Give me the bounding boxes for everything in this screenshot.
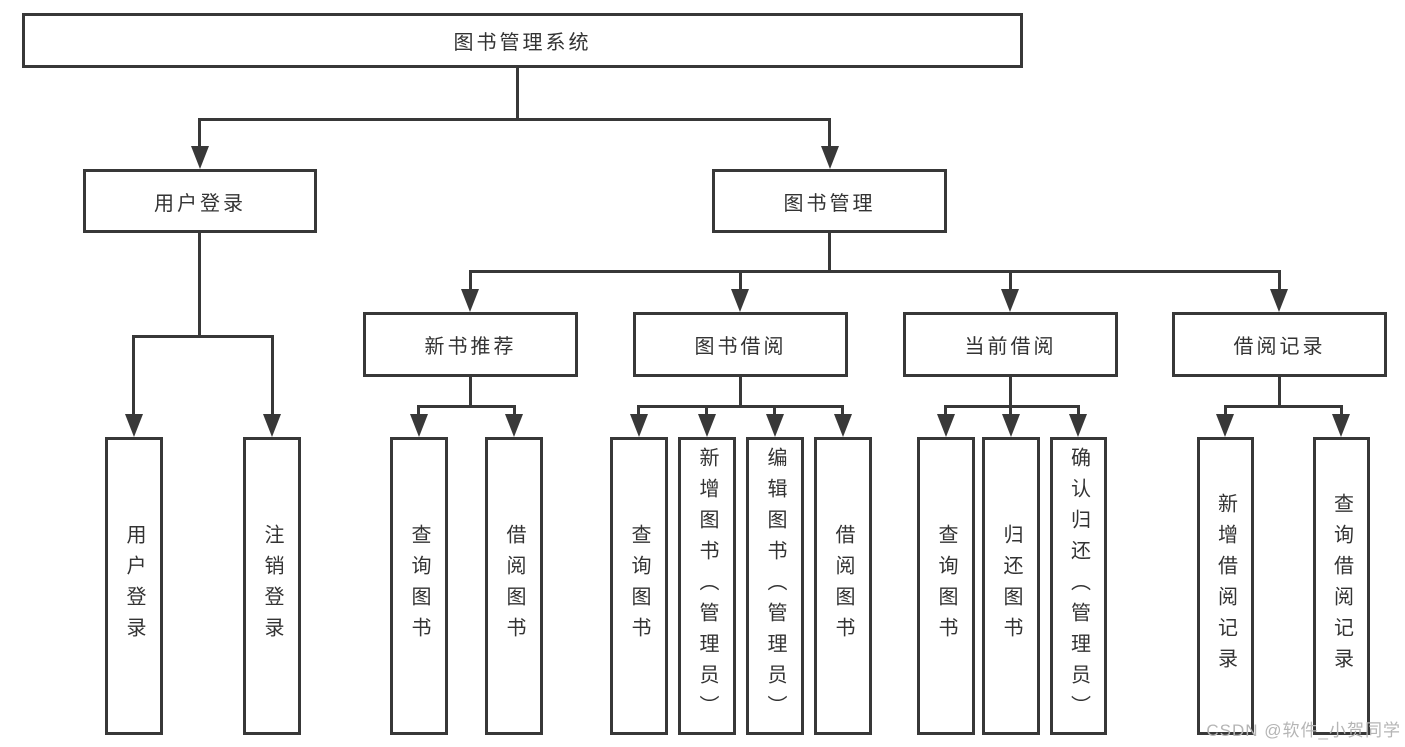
leaf-newbook-borrow-books: 借阅图书 (485, 437, 543, 735)
node-book-mgmt-label: 图书管理 (783, 192, 876, 215)
connector-borrow-records-down (1278, 377, 1281, 408)
arrowhead-icon (125, 414, 143, 437)
leaf-user-login: 用户登录 (105, 437, 163, 735)
arrowhead-icon (698, 414, 716, 437)
connector-current-borrow-stem (1009, 270, 1012, 292)
leaf-borrow-borrow-books: 借阅图书 (814, 437, 872, 735)
connector-book-borrow-rail (637, 405, 844, 408)
connector-stem (944, 405, 947, 418)
arrowhead-icon (731, 289, 749, 312)
arrowhead-icon (1216, 414, 1234, 437)
connector-borrow-records-stem (1278, 270, 1281, 292)
arrowhead-icon (630, 414, 648, 437)
leaf-current-query-books: 查询图书 (917, 437, 975, 735)
leaf-current-return-books: 归还图书 (982, 437, 1040, 735)
connector-logout-stem (271, 335, 274, 417)
arrowhead-icon (1001, 289, 1019, 312)
connector-stem (1077, 405, 1080, 418)
watermark: CSDN @软件_小贺同学 (1206, 721, 1401, 740)
arrowhead-icon (410, 414, 428, 437)
connector-user-login-stem (198, 118, 201, 148)
leaf-records-add-record-label: 新增借阅记录 (1214, 493, 1237, 679)
connector-stem (705, 405, 708, 418)
node-book-borrow-label: 图书借阅 (694, 336, 787, 358)
node-current-borrow-label: 当前借阅 (964, 336, 1057, 358)
connector-book-borrow-down (739, 377, 742, 408)
leaf-current-return-books-label: 归还图书 (1000, 524, 1022, 648)
node-user-login: 用户登录 (83, 169, 317, 233)
arrowhead-icon (766, 414, 784, 437)
node-borrow-records: 借阅记录 (1172, 312, 1387, 377)
arrowhead-icon (937, 414, 955, 437)
leaf-logout-login-label: 注销登录 (261, 524, 283, 648)
node-book-mgmt: 图书管理 (712, 169, 947, 233)
connector-current-borrow-down (1009, 377, 1012, 408)
connector-new-book-down (469, 377, 472, 408)
connector-current-borrow-rail (944, 405, 1080, 408)
arrowhead-icon (1069, 414, 1087, 437)
connector-book-mgmt-down (828, 233, 831, 273)
connector-user-login-rail (132, 335, 274, 338)
connector-login-stem (132, 335, 135, 417)
node-new-book-label: 新书推荐 (424, 336, 517, 358)
node-new-book-recommend: 新书推荐 (363, 312, 578, 377)
connector-stem (1340, 405, 1343, 418)
arrowhead-icon (1270, 289, 1288, 312)
arrowhead-icon (461, 289, 479, 312)
leaf-user-login-label: 用户登录 (123, 524, 145, 648)
connector-stem (1009, 405, 1012, 418)
leaf-borrow-edit-books-label: 编辑图书（管理员） (764, 446, 786, 726)
leaf-borrow-add-books-label: 新增图书（管理员） (696, 446, 718, 726)
connector-level1-rail (198, 118, 831, 121)
arrowhead-icon (263, 414, 281, 437)
arrowhead-icon (1332, 414, 1350, 437)
connector-stem (841, 405, 844, 418)
leaf-borrow-query-books: 查询图书 (610, 437, 668, 735)
leaf-newbook-query-books: 查询图书 (390, 437, 448, 735)
leaf-logout-login: 注销登录 (243, 437, 301, 735)
leaf-newbook-borrow-books-label: 借阅图书 (503, 524, 525, 648)
leaf-current-query-books-label: 查询图书 (935, 524, 957, 648)
connector-stem (417, 405, 420, 418)
leaf-borrow-query-books-label: 查询图书 (628, 524, 650, 648)
connector-user-login-down (198, 233, 201, 338)
node-user-login-label: 用户登录 (154, 192, 246, 215)
connector-book-borrow-stem (739, 270, 742, 292)
connector-book-mgmt-stem (828, 118, 831, 148)
node-root: 图书管理系统 (22, 13, 1023, 68)
node-borrow-records-label: 借阅记录 (1233, 336, 1326, 358)
connector-new-book-stem (469, 270, 472, 292)
leaf-records-query-record-label: 查询借阅记录 (1330, 493, 1353, 679)
arrowhead-icon (834, 414, 852, 437)
leaf-borrow-add-books: 新增图书（管理员） (678, 437, 736, 735)
arrowhead-icon (191, 146, 209, 169)
arrowhead-icon (505, 414, 523, 437)
connector-stem (1224, 405, 1227, 418)
leaf-records-add-record: 新增借阅记录 (1197, 437, 1254, 735)
node-current-borrow: 当前借阅 (903, 312, 1118, 377)
arrowhead-icon (1002, 414, 1020, 437)
node-root-label: 图书管理系统 (453, 32, 592, 54)
leaf-borrow-edit-books: 编辑图书（管理员） (746, 437, 804, 735)
leaf-borrow-borrow-books-label: 借阅图书 (832, 524, 854, 648)
leaf-records-query-record: 查询借阅记录 (1313, 437, 1370, 735)
leaf-newbook-query-books-label: 查询图书 (408, 524, 430, 648)
connector-stem (513, 405, 516, 418)
connector-level2-rail (469, 270, 1281, 273)
connector-borrow-records-rail (1224, 405, 1343, 408)
connector-new-book-rail (417, 405, 516, 408)
connector-root-stem (516, 68, 519, 120)
connector-stem (773, 405, 776, 418)
arrowhead-icon (821, 146, 839, 169)
leaf-current-confirm-return: 确认归还（管理员） (1050, 437, 1107, 735)
leaf-current-confirm-return-label: 确认归还（管理员） (1067, 446, 1090, 726)
node-book-borrow: 图书借阅 (633, 312, 848, 377)
connector-stem (637, 405, 640, 418)
